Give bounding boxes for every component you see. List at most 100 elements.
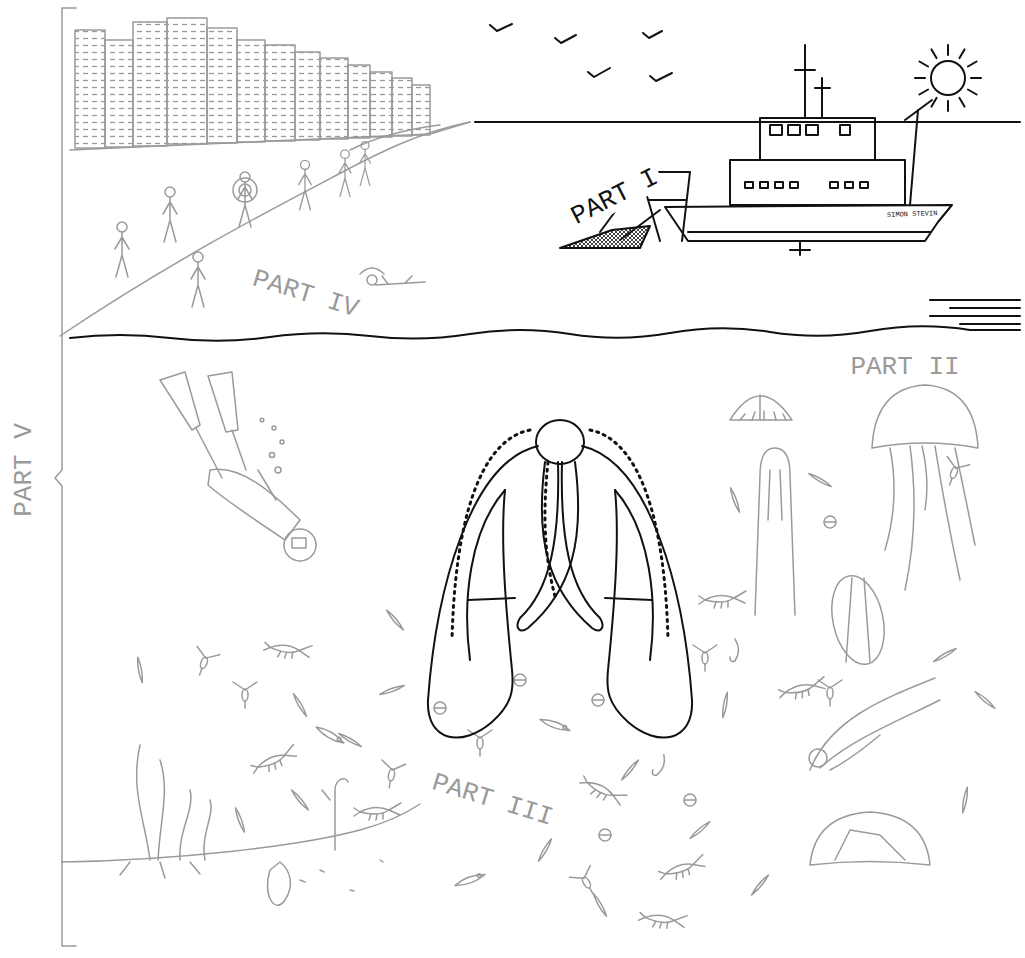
people-part bbox=[339, 150, 351, 197]
ship-name: SIMON STEVIN bbox=[887, 210, 938, 219]
plankton-part bbox=[354, 803, 401, 820]
diver-part bbox=[260, 418, 264, 422]
plankton-part bbox=[537, 838, 553, 862]
plankton-part bbox=[684, 794, 696, 806]
beach-part bbox=[70, 122, 470, 150]
plankton-part bbox=[234, 807, 246, 832]
buildings-part bbox=[348, 65, 370, 138]
buildings-part bbox=[105, 40, 133, 147]
people-part bbox=[375, 276, 425, 285]
plankton-part bbox=[638, 907, 687, 932]
plankton-part bbox=[599, 829, 611, 841]
diver-part bbox=[160, 372, 200, 430]
plankton-part bbox=[824, 516, 836, 528]
sea-floor-part bbox=[137, 745, 211, 860]
birds-part bbox=[588, 68, 610, 77]
plankton-part bbox=[693, 645, 717, 671]
sea-floor-part bbox=[62, 804, 420, 862]
central-organism-part bbox=[468, 598, 652, 600]
people-part bbox=[163, 187, 177, 242]
sea-floor-part bbox=[268, 862, 291, 905]
water-surface bbox=[70, 326, 1020, 341]
central-organism-part bbox=[615, 490, 653, 660]
beach-part bbox=[60, 122, 470, 336]
central-organism-part bbox=[582, 446, 692, 738]
plankton-part bbox=[721, 692, 728, 718]
sun bbox=[915, 45, 981, 111]
part-label: PART II bbox=[847, 353, 962, 381]
jellyfish-part bbox=[872, 385, 978, 448]
jellyfish-part bbox=[730, 396, 792, 420]
jellyfish bbox=[730, 385, 978, 865]
plankton-part bbox=[818, 680, 842, 706]
jellyfish-part bbox=[755, 448, 795, 615]
plankton-part bbox=[570, 865, 604, 900]
jellyfish-part bbox=[740, 395, 786, 420]
buildings-part bbox=[392, 78, 412, 136]
plankton-part bbox=[454, 872, 486, 889]
central-organism-part bbox=[545, 462, 556, 600]
people-part bbox=[238, 172, 252, 227]
jellyfish-part bbox=[835, 830, 905, 860]
diver bbox=[160, 372, 316, 561]
central-organism-part bbox=[518, 462, 579, 630]
buildings bbox=[75, 18, 430, 148]
sea-floor bbox=[62, 745, 420, 905]
plankton-part bbox=[729, 487, 741, 512]
buildings-part bbox=[133, 22, 167, 146]
jellyfish-part bbox=[810, 812, 930, 865]
ship-part bbox=[665, 205, 952, 241]
diver-part bbox=[258, 470, 276, 500]
plankton-part bbox=[689, 820, 711, 839]
beach bbox=[60, 122, 470, 336]
birds-part bbox=[650, 73, 672, 81]
people-part bbox=[115, 222, 129, 277]
diver-part bbox=[280, 440, 284, 444]
plankton-part bbox=[657, 855, 707, 884]
plankton-part bbox=[233, 682, 257, 708]
buildings-part bbox=[237, 40, 265, 142]
central-organism bbox=[428, 420, 692, 738]
plankton-part bbox=[434, 702, 446, 714]
ship-part bbox=[795, 45, 830, 118]
people-part bbox=[239, 184, 251, 196]
plankton-part bbox=[592, 893, 608, 917]
plankton-part bbox=[290, 789, 309, 811]
central-organism-part bbox=[536, 420, 584, 464]
birds-part bbox=[490, 24, 512, 31]
horizon bbox=[475, 121, 1020, 123]
plankton-part bbox=[539, 717, 571, 734]
ship-part bbox=[790, 241, 810, 255]
people-part bbox=[360, 268, 384, 274]
sea-floor-part bbox=[322, 779, 348, 850]
plankton-part bbox=[808, 472, 832, 488]
ship-part bbox=[760, 118, 875, 160]
plankton-part bbox=[699, 591, 746, 608]
plankton-part bbox=[249, 745, 299, 777]
bracket bbox=[55, 8, 76, 946]
buildings-part bbox=[320, 58, 348, 139]
plankton-part bbox=[188, 646, 219, 679]
diver-part bbox=[208, 372, 238, 432]
ship bbox=[560, 45, 952, 255]
diver-part bbox=[292, 538, 306, 548]
ship-part bbox=[688, 231, 930, 233]
buildings-part bbox=[75, 30, 105, 148]
waves-part bbox=[930, 300, 1020, 324]
plankton-part bbox=[592, 694, 604, 706]
buildings-part bbox=[167, 18, 207, 144]
people-part bbox=[367, 275, 377, 285]
buildings-part bbox=[370, 72, 392, 137]
part-label: PART IV bbox=[247, 264, 365, 324]
jellyfish-part bbox=[824, 571, 892, 669]
diver-part bbox=[272, 426, 276, 430]
plankton-part bbox=[938, 456, 969, 489]
sun-part bbox=[931, 61, 965, 95]
sea-floor-part bbox=[300, 860, 383, 891]
sea-floor-part bbox=[120, 862, 200, 878]
diver-part bbox=[284, 529, 316, 561]
central-organism-part bbox=[467, 490, 505, 660]
beach-part bbox=[350, 125, 440, 150]
plankton-part bbox=[315, 724, 346, 745]
